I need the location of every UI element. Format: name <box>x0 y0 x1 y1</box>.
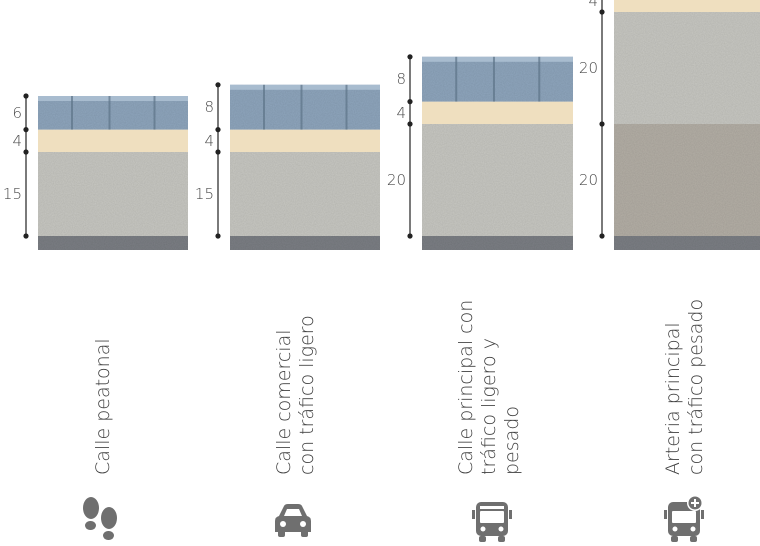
dimension-label: 20 <box>387 171 406 189</box>
paver-joint <box>153 96 156 130</box>
paver-layer <box>422 56 573 102</box>
paver-joint <box>345 84 348 130</box>
base-layer <box>614 12 760 124</box>
paver-joint <box>455 56 458 102</box>
dimension-label: 8 <box>204 98 214 116</box>
dimension-arterial: 1042020 <box>579 0 605 239</box>
paver-joint <box>492 56 495 102</box>
dimension-tick <box>23 93 29 99</box>
dimension-tick <box>215 149 221 155</box>
dimension-pedestrian: 6 4 15 <box>3 93 29 239</box>
section-arterial <box>614 0 760 250</box>
label-commercial: Calle comercial con tráfico ligero <box>273 315 318 475</box>
paver-joint <box>108 96 111 130</box>
dimension-tick <box>407 54 413 60</box>
dimension-tick <box>23 233 29 239</box>
dimension-tick <box>407 233 413 239</box>
paver-joint <box>538 56 541 102</box>
ground-layer <box>614 236 760 250</box>
dimension-label: 4 <box>588 0 598 10</box>
paver-layer <box>38 96 188 130</box>
paver-joint <box>71 96 73 130</box>
bus-icon <box>472 502 512 542</box>
dimension-tick <box>215 82 221 88</box>
label-arterial: Arteria principal con tráfico pesado <box>662 298 707 475</box>
sand-layer <box>614 0 760 12</box>
dimension-tick <box>407 99 413 105</box>
paver-layer <box>230 84 380 130</box>
paver-top-edge <box>38 96 188 101</box>
sand-layer <box>38 129 188 152</box>
ground-layer <box>38 236 188 250</box>
dimension-label: 6 <box>12 104 22 122</box>
car-icon <box>275 504 311 537</box>
dimension-tick <box>599 121 605 127</box>
base-layer <box>422 124 573 236</box>
dimension-tick <box>407 121 413 127</box>
dimension-label: 4 <box>204 132 214 150</box>
ground-layer <box>230 236 380 250</box>
dimension-tick <box>599 233 605 239</box>
dimension-label: 15 <box>195 185 214 203</box>
base-layer <box>230 152 380 236</box>
dimension-label: 20 <box>579 59 598 77</box>
dimension-tick <box>23 149 29 155</box>
heavy-bus-icon <box>664 495 704 542</box>
paver-top-edge <box>230 84 380 90</box>
dimension-label: 4 <box>396 104 406 122</box>
dimension-tick <box>215 233 221 239</box>
paver-joint <box>263 84 265 130</box>
ground-layer <box>422 236 573 250</box>
footprints-icon <box>83 497 117 540</box>
paver-top-edge <box>422 56 573 62</box>
label-main-street: Calle principal con tráfico ligero y pes… <box>455 299 523 475</box>
dimension-label: 4 <box>12 132 22 150</box>
sand-layer <box>422 101 573 124</box>
dimension-label: 20 <box>579 171 598 189</box>
dimension-tick <box>23 127 29 133</box>
section-main-street <box>422 56 573 250</box>
base-layer <box>38 152 188 236</box>
dimension-tick <box>215 127 221 133</box>
section-commercial <box>230 84 380 250</box>
subbase-layer <box>614 124 760 236</box>
dimension-main-street: 8 4 20 <box>387 54 413 239</box>
dimension-label: 15 <box>3 185 22 203</box>
label-pedestrian: Calle peatonal <box>92 338 114 475</box>
section-pedestrian <box>38 96 188 250</box>
sand-layer <box>230 129 380 152</box>
dimension-label: 8 <box>396 70 406 88</box>
dimension-tick <box>599 9 605 15</box>
dimension-commercial: 8 4 15 <box>195 82 221 239</box>
paver-joint <box>300 84 303 130</box>
